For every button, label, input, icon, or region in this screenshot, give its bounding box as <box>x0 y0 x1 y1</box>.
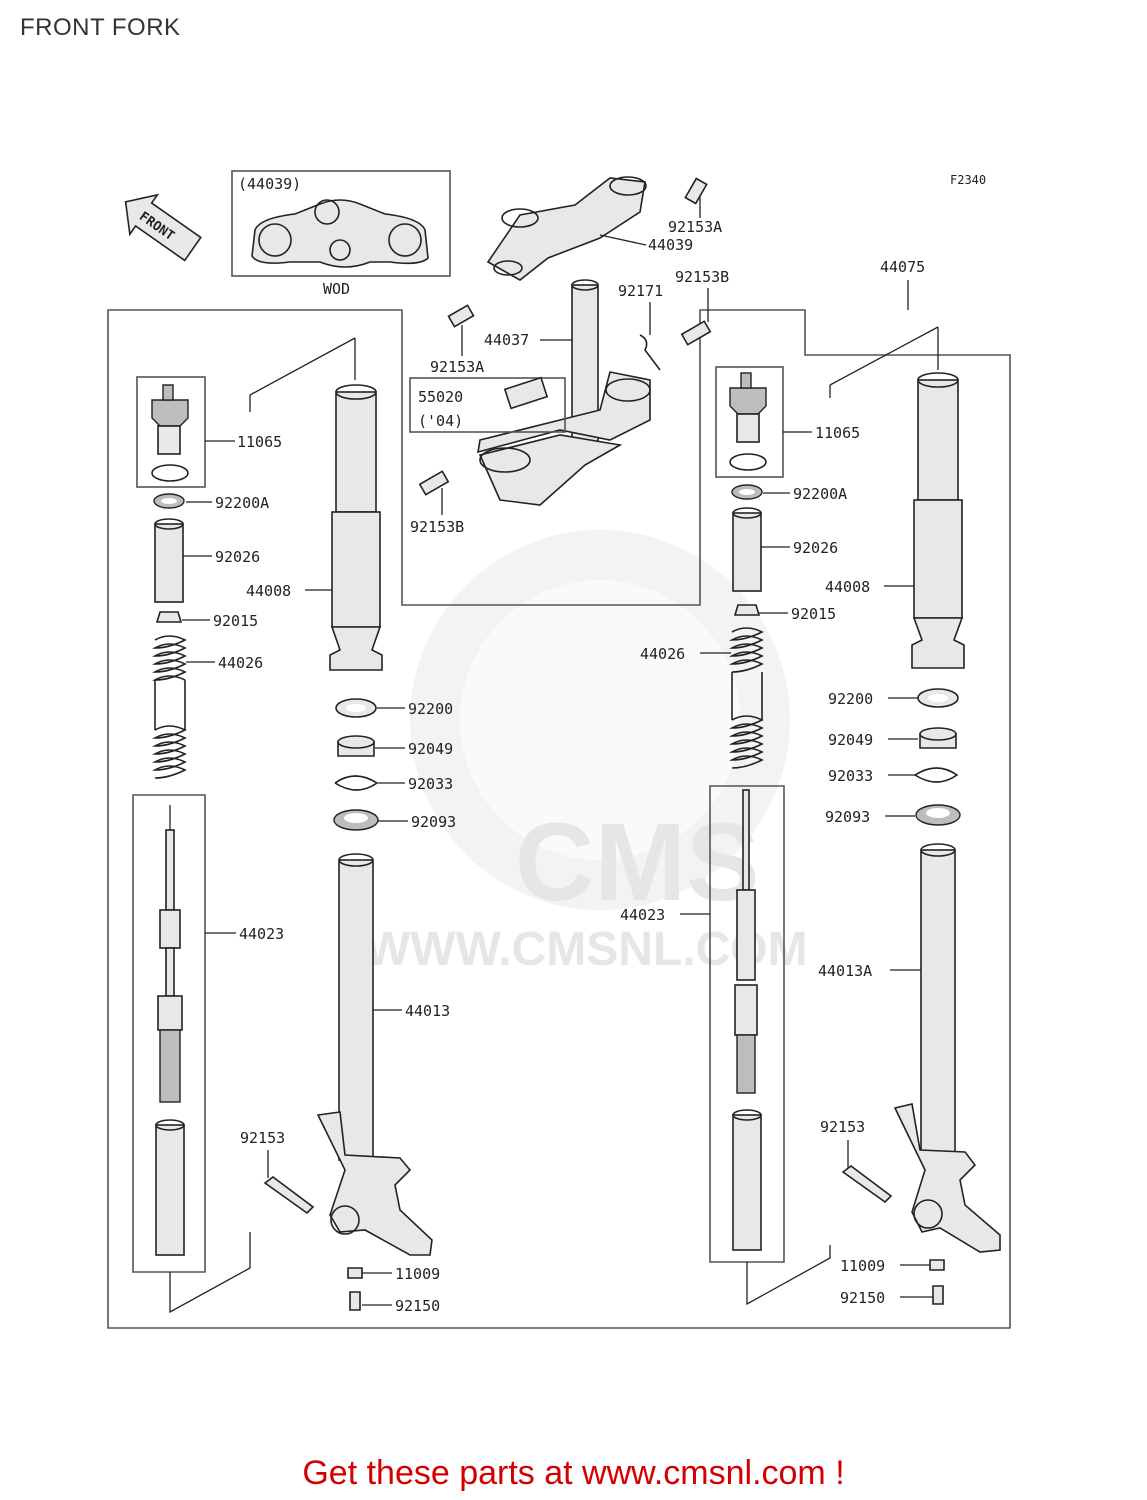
label-left-92200A: 92200A <box>215 494 269 512</box>
label-right-92200: 92200 <box>828 690 873 708</box>
front-arrow-icon: FRONT <box>124 193 202 262</box>
label-right-11009: 11009 <box>840 1257 885 1275</box>
label-left-44023: 44023 <box>239 925 284 943</box>
lower-bracket <box>477 371 651 506</box>
label-left-92049: 92049 <box>408 740 453 758</box>
upper-bracket <box>486 176 708 281</box>
watermark-url: WWW.CMSNL.COM <box>365 923 808 976</box>
promo-link[interactable]: Get these parts at www.cmsnl.com ! <box>302 1454 845 1492</box>
page-title: FRONT FORK <box>20 14 181 41</box>
left-labels: 11065 92200A 92026 44008 92015 44026 922… <box>182 433 456 1315</box>
label-right-92049: 92049 <box>828 731 873 749</box>
label-right-92200A: 92200A <box>793 485 847 503</box>
label-left-92150: 92150 <box>395 1297 440 1315</box>
label-right-92150: 92150 <box>840 1289 885 1307</box>
label-55020: 55020 <box>418 388 463 406</box>
label-left-92033: 92033 <box>408 775 453 793</box>
label-right-44023: 44023 <box>620 906 665 924</box>
label-left-11065: 11065 <box>237 433 282 451</box>
label-92153A-bottom: 92153A <box>430 358 484 376</box>
label-92153B-top: 92153B <box>675 268 729 286</box>
right-labels: 11065 92200A 92026 44008 92015 44026 922… <box>620 424 933 1307</box>
inset-title: (44039) <box>238 175 301 193</box>
cms-watermark: CMS WWW.CMSNL.COM <box>365 530 808 976</box>
label-right-44026: 44026 <box>640 645 685 663</box>
inset-44039-wod: (44039) WOD <box>231 170 451 298</box>
label-left-44013: 44013 <box>405 1002 450 1020</box>
label-44039: 44039 <box>648 236 693 254</box>
label-left-92026: 92026 <box>215 548 260 566</box>
label-55020-year: ('04) <box>418 412 463 430</box>
front-fork-exploded-diagram: CMS WWW.CMSNL.COM (44039) WOD FRONT F234… <box>107 170 1011 1329</box>
label-92153A-top: 92153A <box>668 218 722 236</box>
label-left-92153: 92153 <box>240 1129 285 1147</box>
watermark-logo: CMS <box>515 801 759 924</box>
label-right-44008: 44008 <box>825 578 870 596</box>
label-left-44026: 44026 <box>218 654 263 672</box>
left-fork <box>132 337 433 1314</box>
label-left-11009: 11009 <box>395 1265 440 1283</box>
label-55020-box <box>409 377 566 433</box>
label-right-92015: 92015 <box>791 605 836 623</box>
label-44037: 44037 <box>484 331 529 349</box>
label-right-11065: 11065 <box>815 424 860 442</box>
label-92171: 92171 <box>618 282 663 300</box>
label-right-92033: 92033 <box>828 767 873 785</box>
label-left-92200: 92200 <box>408 700 453 718</box>
label-right-92026: 92026 <box>793 539 838 557</box>
assembly-frame <box>107 309 1011 1329</box>
label-44075: 44075 <box>880 258 925 276</box>
label-right-44013A: 44013A <box>818 962 872 980</box>
figure-code: F2340 <box>950 173 986 187</box>
inset-caption: WOD <box>323 280 350 298</box>
label-92153B-bottom: 92153B <box>410 518 464 536</box>
right-fork <box>709 326 1001 1306</box>
label-left-92015: 92015 <box>213 612 258 630</box>
label-right-92153: 92153 <box>820 1118 865 1136</box>
label-left-44008: 44008 <box>246 582 291 600</box>
label-right-92093: 92093 <box>825 808 870 826</box>
label-left-92093: 92093 <box>411 813 456 831</box>
